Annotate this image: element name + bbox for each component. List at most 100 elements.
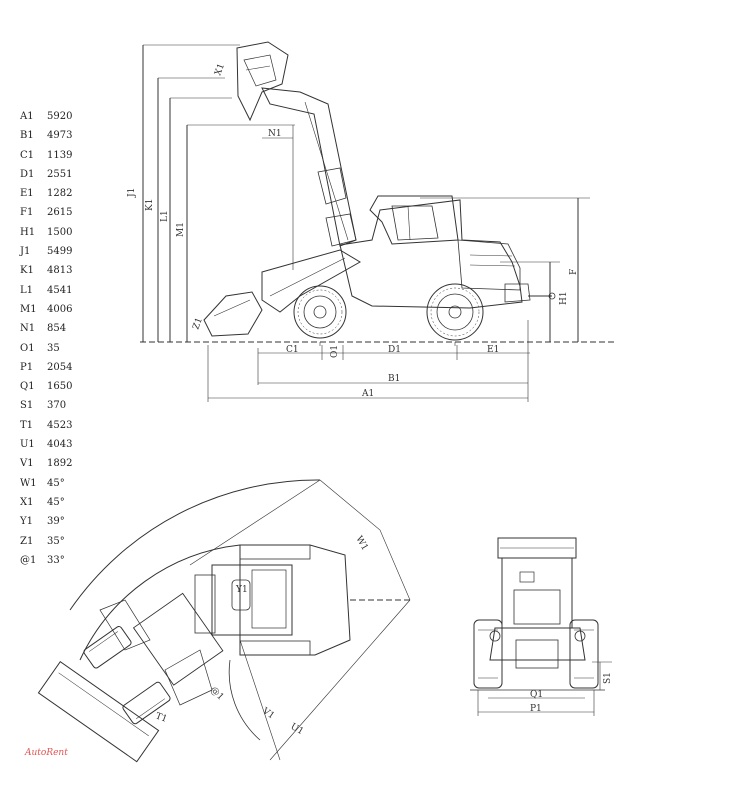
label-m1: M1 (176, 222, 186, 237)
legend-value: 1892 (47, 458, 73, 470)
legend-key: X1 (20, 496, 34, 508)
raised-bucket (236, 41, 289, 122)
legend-value: 45° (47, 496, 65, 508)
legend-value: 2551 (47, 168, 73, 180)
legend-key: T1 (20, 419, 34, 431)
side-view: J1 K1 L1 M1 N1 X1 Z1 F H1 C1 O1 D1 E1 B1… (127, 41, 615, 402)
legend-row: A1 5920 (20, 107, 87, 126)
legend-row: V1 1892 (20, 454, 87, 473)
legend-row: T1 4523 (20, 416, 87, 435)
top-view: W1 V1 T1 @1 U1 Y1 AutoRent (24, 479, 411, 763)
legend-value: 4523 (47, 419, 73, 431)
legend-value: 4973 (47, 130, 73, 142)
legend-value: 35° (47, 535, 65, 547)
legend-value: 1500 (47, 226, 73, 238)
top-bucket (37, 661, 160, 763)
legend-value: 2615 (47, 207, 73, 219)
rear-wheel (426, 283, 484, 341)
loader-body (339, 199, 523, 309)
label-h1: H1 (559, 291, 569, 305)
lowered-boom (261, 249, 361, 313)
legend-value: 1282 (47, 188, 73, 200)
legend-key: V1 (20, 458, 34, 470)
label-o1: O1 (330, 345, 340, 358)
label-t1: T1 (154, 711, 168, 724)
legend-key: L1 (20, 284, 34, 296)
legend-value: 39° (47, 516, 65, 528)
engine-hood (457, 239, 521, 291)
label-f: F (569, 269, 579, 275)
legend-row: X1 45° (20, 493, 87, 512)
front-view-left-wheel (473, 619, 503, 689)
label-l1: L1 (160, 210, 170, 222)
legend-key: @1 (20, 554, 37, 566)
top-cab (211, 564, 293, 636)
top-rear-tyre-pair (239, 544, 311, 560)
legend-key: H1 (20, 226, 36, 238)
legend-value: 2054 (47, 361, 73, 373)
label-v1: V1 (259, 706, 276, 722)
cab-window (391, 205, 439, 241)
front-wheel (293, 285, 347, 339)
radius-line-u1 (269, 599, 411, 761)
legend-row: D1 2551 (20, 165, 87, 184)
top-front-section (83, 592, 224, 725)
lowered-bucket (203, 291, 263, 337)
legend-key: M1 (20, 303, 37, 315)
legend-key: D1 (20, 168, 35, 180)
legend-row: C1 1139 (20, 146, 87, 165)
label-w1: W1 (353, 535, 369, 553)
label-d1: D1 (388, 345, 401, 355)
legend-value: 1650 (47, 381, 73, 393)
front-view: Q1 P1 S1 (470, 537, 613, 716)
legend-row: H1 1500 (20, 223, 87, 242)
legend-key: A1 (20, 111, 34, 122)
cab (369, 195, 459, 245)
legend-key: Y1 (20, 516, 33, 528)
label-c1: C1 (286, 345, 299, 355)
label-k1: K1 (145, 199, 155, 211)
legend-value: 4043 (47, 439, 73, 451)
legend-value: 370 (47, 400, 67, 412)
legend-value: 4006 (47, 303, 73, 315)
legend-key: F1 (20, 207, 34, 219)
legend-value: 33° (47, 554, 65, 566)
label-z1: Z1 (191, 316, 204, 331)
legend-key: O1 (20, 342, 35, 354)
label-e1: E1 (487, 345, 499, 355)
front-windshield (513, 589, 561, 625)
turning-arc-outer (69, 479, 321, 611)
top-front-wheel-right (122, 681, 171, 725)
legend-value: 45° (47, 477, 65, 489)
legend-key: N1 (20, 323, 36, 335)
radius-line-v1 (239, 639, 281, 761)
turning-arc-inner (79, 544, 241, 661)
legend-value: 4813 (47, 265, 73, 277)
label-at1: @1 (208, 685, 225, 702)
legend-row: F1 2615 (20, 203, 87, 222)
legend-row: K1 4813 (20, 261, 87, 280)
label-y1: Y1 (235, 585, 248, 595)
raised-boom (261, 87, 357, 247)
label-q1: Q1 (530, 690, 543, 700)
legend-value: 1139 (47, 149, 73, 161)
top-rear-body (239, 544, 351, 656)
label-u1: U1 (289, 722, 306, 737)
front-cab (501, 557, 573, 629)
legend-key: Z1 (20, 535, 34, 547)
legend-value: 5920 (47, 111, 73, 122)
legend-key: K1 (20, 265, 34, 277)
legend-key: C1 (20, 149, 35, 161)
label-p1: P1 (530, 704, 542, 714)
